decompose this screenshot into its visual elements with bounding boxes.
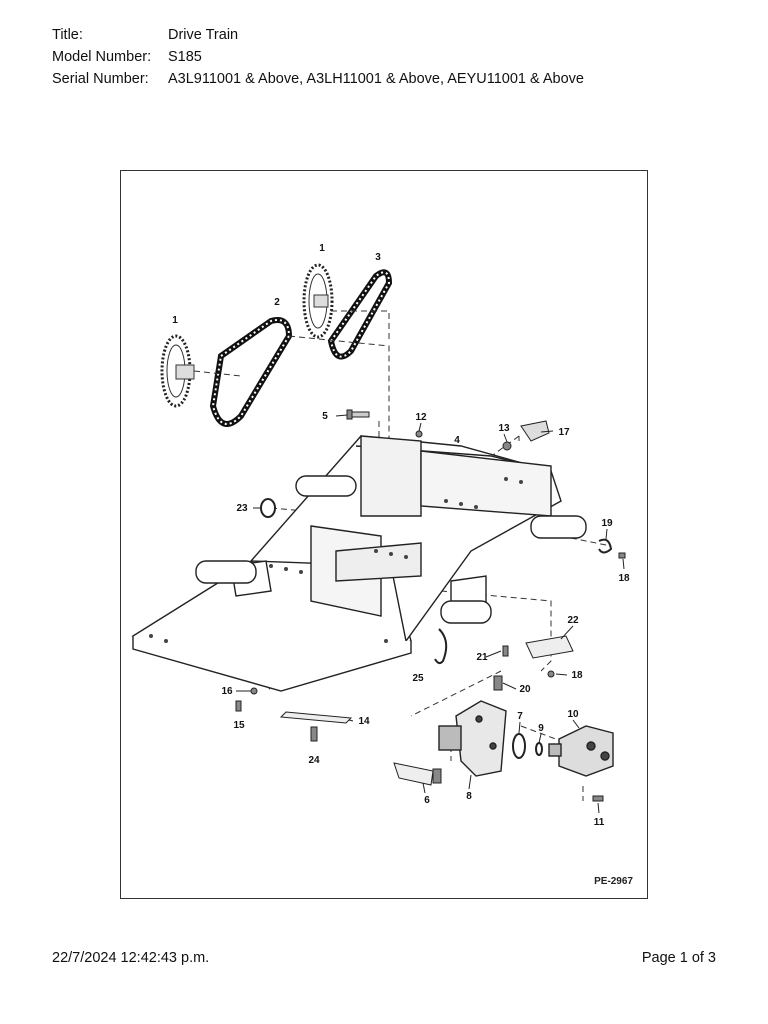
callout-10: 10	[567, 709, 579, 720]
footer-timestamp: 22/7/2024 12:42:43 p.m.	[52, 950, 210, 966]
bolt-11	[592, 795, 604, 802]
o-ring-7	[512, 733, 526, 759]
callout-25: 25	[412, 673, 424, 684]
model-row: Model Number: S185	[52, 47, 202, 67]
callout-4: 4	[454, 435, 460, 446]
title-row: Title: Drive Train	[52, 25, 238, 45]
callout-5: 5	[322, 411, 328, 422]
callout-labels: 1 1 2 3 4 5 6 7 8 9 10 11 12 13 14 15 16…	[172, 243, 630, 828]
drive-train-drawing: 1 1 2 3 4 5 6 7 8 9 10 11 12 13 14 15 16…	[131, 243, 633, 887]
sprocket-left	[160, 334, 195, 408]
callout-9: 9	[538, 723, 544, 734]
callout-6: 6	[424, 795, 430, 806]
callout-7: 7	[517, 711, 523, 722]
bolt-18-lower	[547, 670, 555, 678]
callout-1-upper: 1	[319, 243, 325, 254]
serial-row: Serial Number: A3L911001 & Above, A3LH110…	[52, 69, 584, 89]
nut-13	[502, 441, 512, 451]
callout-22: 22	[567, 615, 579, 626]
clamp-19	[598, 538, 613, 554]
callout-1-left: 1	[172, 315, 178, 326]
title-value: Drive Train	[168, 27, 239, 43]
washer-23	[260, 498, 276, 518]
callout-ticks	[236, 414, 625, 814]
callout-16: 16	[221, 686, 233, 697]
callout-12: 12	[415, 412, 427, 423]
serial-value: A3L911001 & Above, A3LH11001 & Above, AE…	[168, 71, 584, 87]
drawing-code: PE-2967	[594, 876, 633, 887]
nut-12	[415, 430, 423, 438]
bolt-5	[346, 409, 370, 420]
o-ring-9	[535, 742, 543, 756]
fitting-20	[493, 675, 503, 691]
bracket-17	[520, 420, 550, 442]
bolt-15	[235, 700, 242, 712]
bolt-16	[250, 687, 258, 695]
grease-tube-6	[393, 762, 442, 786]
callout-19: 19	[601, 518, 613, 529]
model-label: Model Number:	[52, 49, 152, 65]
callout-24: 24	[308, 755, 320, 766]
model-value: S185	[168, 49, 202, 65]
chain-right	[327, 269, 393, 360]
drive-motor-10	[548, 725, 614, 777]
callout-20: 20	[519, 684, 531, 695]
callout-14: 14	[358, 716, 370, 727]
callout-2: 2	[274, 297, 280, 308]
callout-23: 23	[236, 503, 248, 514]
callout-17: 17	[558, 427, 570, 438]
callout-11: 11	[594, 817, 605, 828]
bolt-18-upper	[618, 552, 626, 559]
strip-14	[279, 711, 353, 724]
footer-page-number: Page 1 of 3	[641, 950, 716, 966]
parts-diagram: 1 1 2 3 4 5 6 7 8 9 10 11 12 13 14 15 16…	[120, 170, 648, 899]
frame-holes	[149, 477, 523, 643]
callout-3: 3	[375, 252, 381, 263]
chain-left	[209, 317, 293, 427]
callout-13: 13	[498, 423, 510, 434]
serial-label: Serial Number:	[52, 71, 149, 87]
motor-housing-8	[438, 700, 507, 777]
chassis-tubes	[195, 475, 587, 624]
fitting-21	[502, 645, 509, 657]
sprocket-upper	[302, 263, 334, 339]
callout-18-upper: 18	[618, 573, 630, 584]
title-label: Title:	[52, 27, 83, 43]
plate-22	[525, 635, 574, 659]
callout-18-lower: 18	[571, 670, 583, 681]
seal-25	[434, 628, 448, 665]
callout-15: 15	[233, 720, 245, 731]
callout-8: 8	[466, 791, 472, 802]
callout-21: 21	[476, 652, 488, 663]
bolt-24	[310, 726, 318, 742]
